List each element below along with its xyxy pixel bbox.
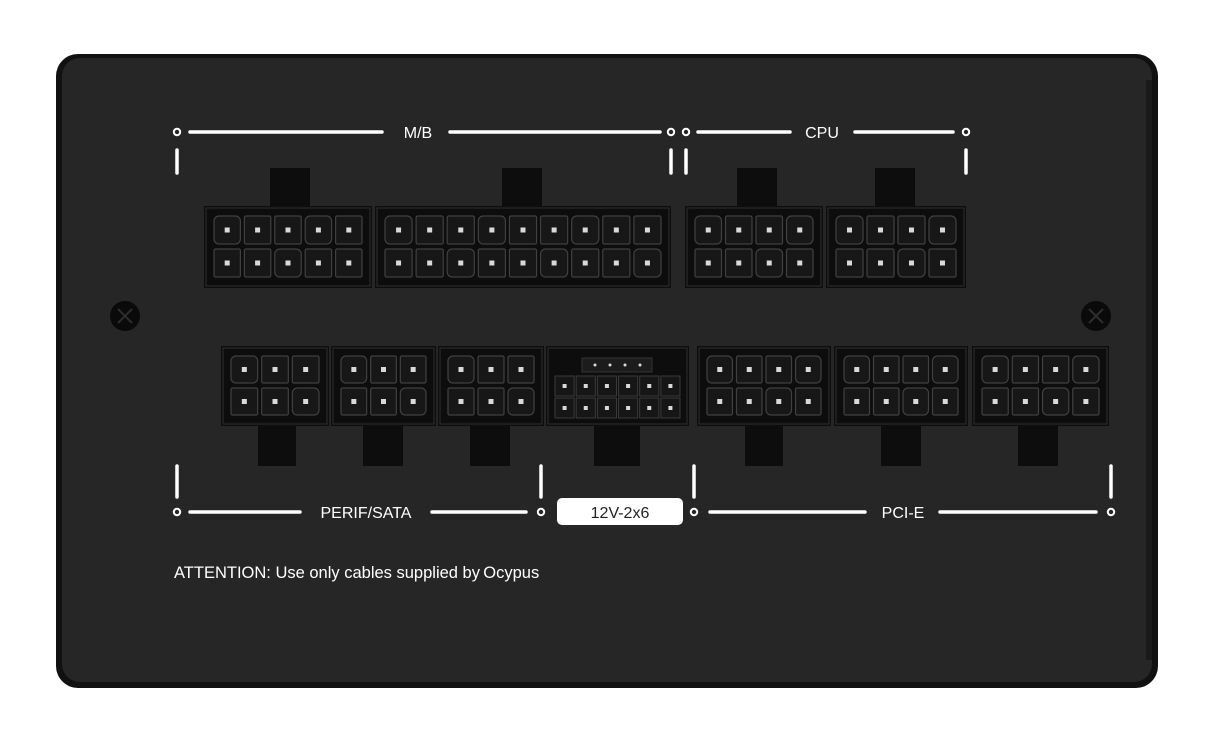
pcie-bracket [689,464,1116,517]
connector-latch [502,168,542,208]
12v-2x6-badge [557,498,683,525]
screw-right-icon [1081,301,1111,331]
connector-latch [258,424,296,466]
perif-sata-bracket [172,464,546,517]
connector-latch [875,168,915,208]
connector-cpu-1[interactable] [685,168,823,288]
connector-pcie-2[interactable] [834,346,968,466]
connector-perif-1[interactable] [221,346,329,466]
connector-latch [594,424,640,466]
connector-12v-2x6[interactable] [546,346,689,466]
connector-cpu-2[interactable] [826,168,966,288]
12v-2x6-label: 12V-2x6 [591,505,650,522]
connector-perif-2[interactable] [331,346,436,466]
pcie-label: PCI-E [882,505,925,522]
connector-perif-3[interactable] [438,346,544,466]
cpu-label: CPU [805,125,839,142]
panel-side-edge [1146,80,1152,660]
connector-pcie-1[interactable] [697,346,831,466]
connector-latch [363,424,403,466]
mb-bracket [172,127,676,175]
cpu-bracket [681,127,971,175]
connector-pcie-3[interactable] [972,346,1109,466]
perif-sata-label: PERIF/SATA [321,505,412,522]
attention-notice: ATTENTION: Use only cables supplied by O… [174,564,539,582]
connector-mb-10pin[interactable] [204,168,372,288]
screw-left-icon [110,301,140,331]
connectors-layer [204,168,1109,466]
connector-latch [1018,424,1058,466]
mb-label: M/B [404,125,432,142]
connector-mb-18pin[interactable] [375,168,671,288]
connector-latch [470,424,510,466]
connector-latch [270,168,310,208]
connector-latch [881,424,921,466]
connector-latch [737,168,777,208]
connector-latch [745,424,783,466]
